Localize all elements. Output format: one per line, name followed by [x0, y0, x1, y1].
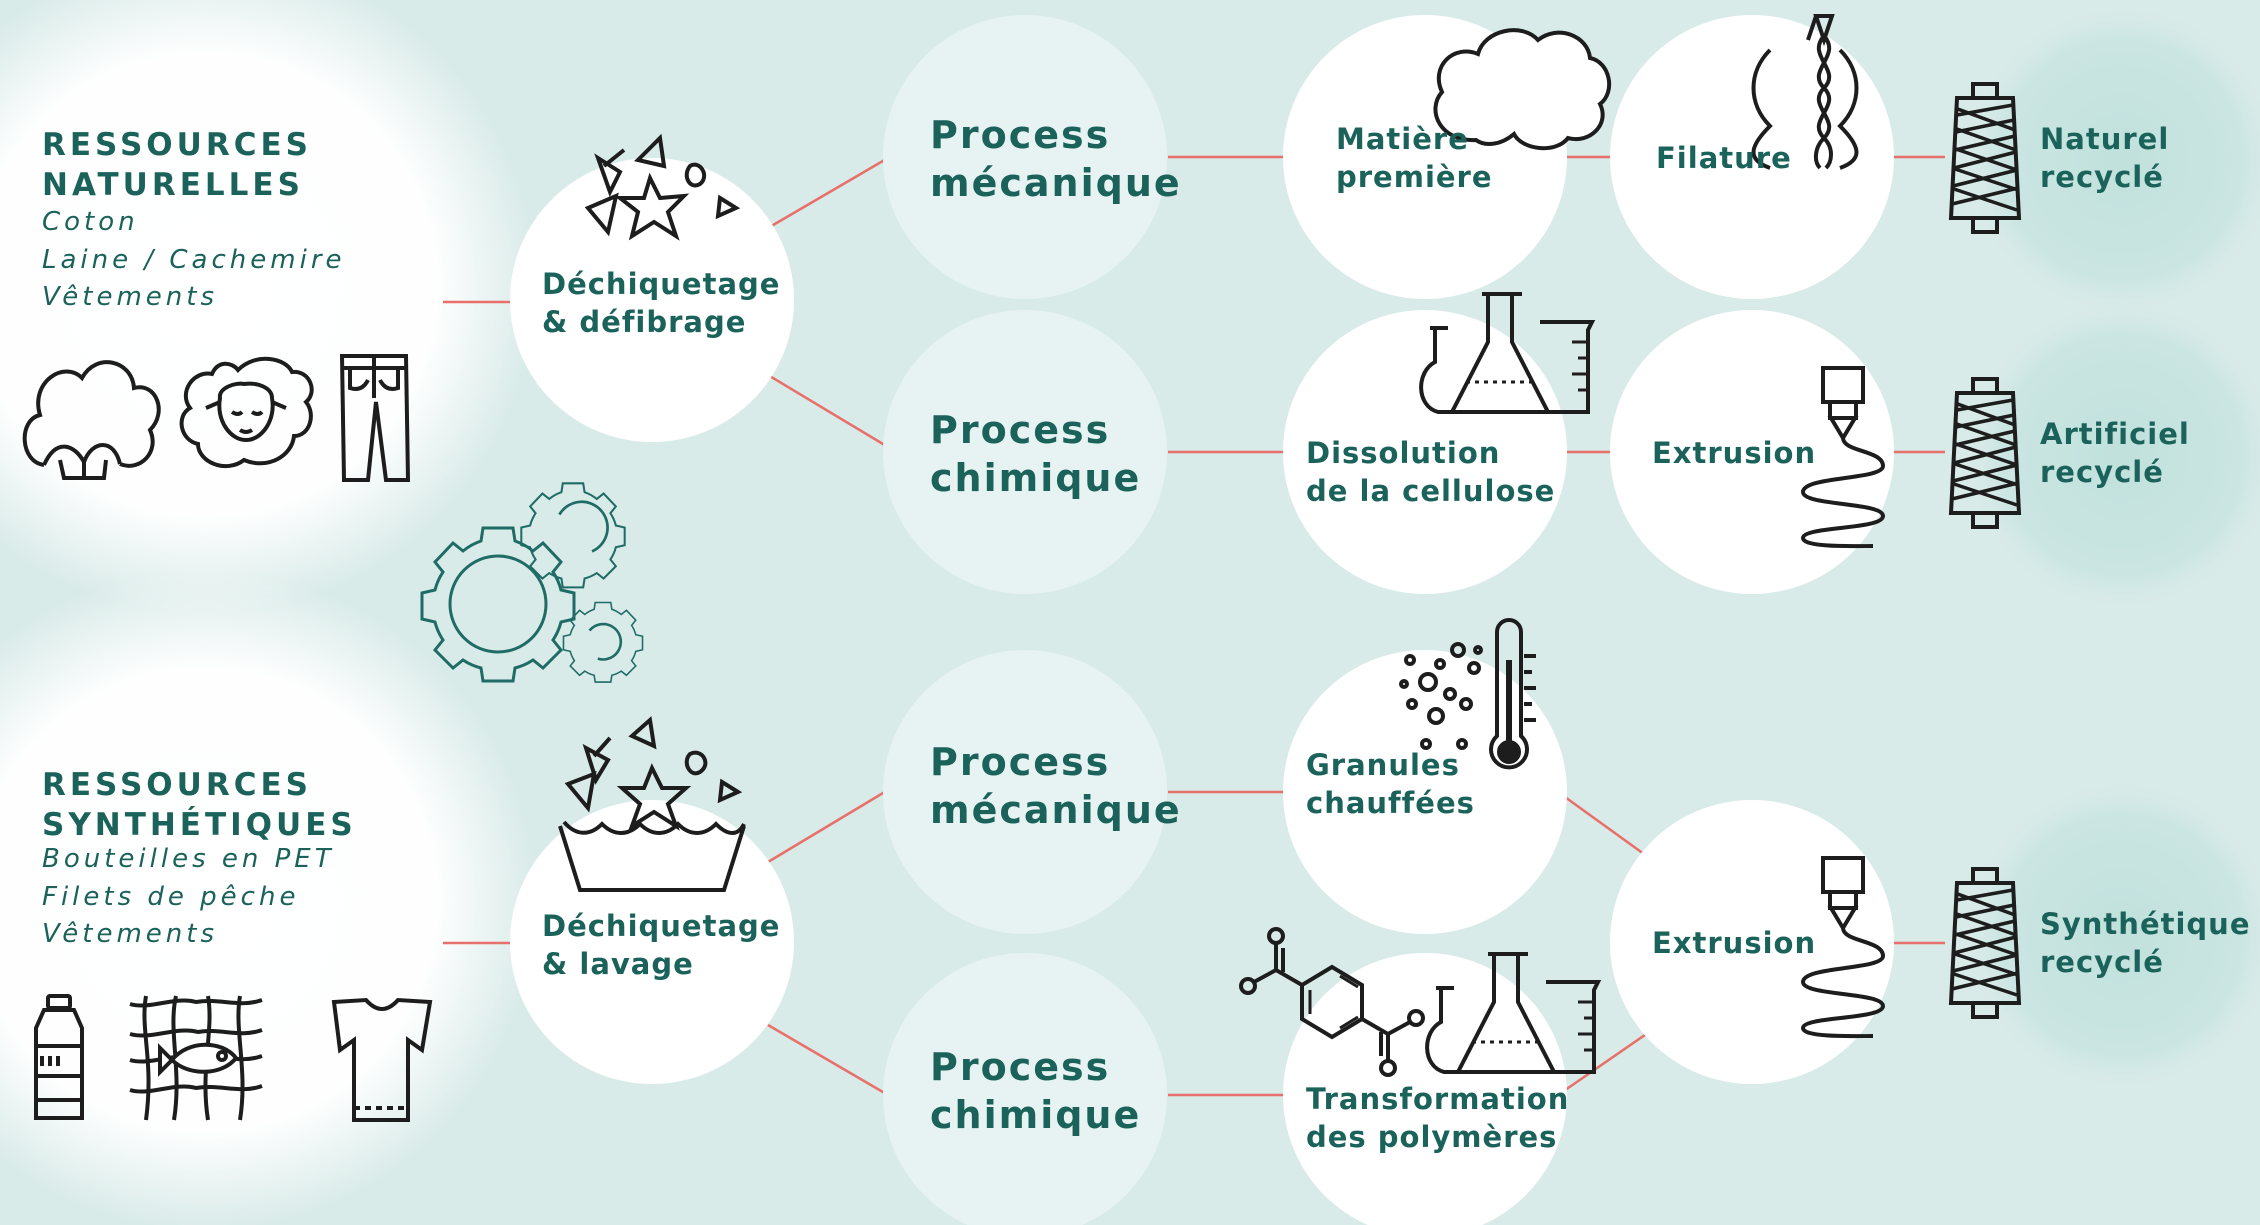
label-proc-chim-2-b: chimique — [930, 1093, 1142, 1138]
natural-item-cotton: Coton — [42, 207, 139, 237]
circle-proc-chim-1 — [883, 310, 1167, 594]
output-artificial-2: recyclé — [2040, 454, 2164, 489]
cloud-icon — [1433, 28, 1611, 151]
shreds-basin-icon — [558, 716, 746, 892]
label-polymers: Transformation des polymères — [1306, 1081, 1569, 1156]
synthetic-heading-line-2: SYNTHÉTIQUES — [42, 807, 357, 844]
output-natural-1: Naturel — [2040, 122, 2170, 156]
output-synthetic-1: Synthétique — [2040, 907, 2251, 941]
output-glow-synthetic — [1962, 775, 2260, 1095]
label-proc-mec-2-b: mécanique — [930, 788, 1182, 833]
synthetic-item-clothes: Vêtements — [42, 919, 218, 950]
label-proc-mec-2: Process mécanique — [930, 738, 1182, 835]
fishing-net-icon — [129, 995, 263, 1121]
label-extrusion-2-text: Extrusion — [1652, 926, 1817, 960]
process-circles — [883, 15, 1167, 1225]
label-proc-chim-1: Process chimique — [930, 406, 1141, 503]
label-polymers-2: des polymères — [1306, 1119, 1558, 1154]
label-shred-synthetic: Déchiquetage & lavage — [542, 908, 780, 983]
synthetic-heading: RESSOURCES SYNTHÉTIQUES — [42, 765, 357, 846]
step-circles — [510, 15, 1894, 1225]
synthetic-items: Bouteilles en PET Filets de pêche Vêteme… — [42, 841, 335, 954]
label-granules: Granules chauffées — [1306, 747, 1475, 822]
label-proc-chim-2: Process chimique — [930, 1043, 1141, 1140]
output-natural: Naturel recyclé — [2040, 121, 2169, 196]
circle-shred-natural — [510, 158, 794, 442]
sheep-icon — [179, 356, 314, 469]
shreds-icon — [584, 133, 741, 241]
synthetic-heading-line-1: RESSOURCES — [42, 767, 312, 803]
label-proc-chim-1-b: chimique — [930, 456, 1142, 501]
label-proc-chim-1-a: Process — [930, 408, 1111, 452]
output-artificial-1: Artificiel — [2040, 417, 2190, 451]
output-synthetic: Synthétique recyclé — [2040, 906, 2251, 981]
label-extrusion-1-text: Extrusion — [1652, 436, 1817, 470]
natural-item-clothes: Vêtements — [42, 282, 218, 313]
circle-proc-mec-1 — [883, 15, 1167, 299]
synthetic-item-bottles: Bouteilles en PET — [42, 844, 335, 874]
label-cellulose-2: de la cellulose — [1306, 473, 1556, 508]
natural-glow — [0, 0, 535, 615]
natural-item-wool: Laine / Cachemire — [42, 244, 346, 275]
label-cellulose-1: Dissolution — [1306, 436, 1501, 470]
output-natural-2: recyclé — [2040, 159, 2164, 194]
label-proc-mec-1-a: Process — [930, 113, 1111, 157]
label-proc-mec-1-b: mécanique — [930, 161, 1182, 206]
label-raw-material-2: première — [1336, 159, 1493, 194]
molecule-icon — [1239, 927, 1425, 1077]
twisted-fiber-icon — [1751, 14, 1859, 170]
label-shred-natural: Déchiquetage & défibrage — [542, 266, 780, 341]
circle-proc-mec-2 — [883, 650, 1167, 934]
label-shred-synthetic-1: Déchiquetage — [542, 909, 781, 943]
label-polymers-1: Transformation — [1306, 1082, 1570, 1116]
synthetic-item-nets: Filets de pêche — [42, 881, 300, 912]
label-spinning-1: Filature — [1656, 141, 1792, 175]
label-raw-material-1: Matière — [1336, 122, 1469, 156]
label-cellulose: Dissolution de la cellulose — [1306, 435, 1555, 510]
label-extrusion-1: Extrusion — [1652, 435, 1816, 473]
label-granules-1: Granules — [1306, 748, 1460, 782]
circle-proc-chim-2 — [883, 953, 1167, 1225]
tshirt-icon — [331, 997, 433, 1122]
label-proc-mec-2-a: Process — [930, 740, 1111, 784]
output-artificial: Artificiel recyclé — [2040, 416, 2190, 491]
label-spinning: Filature — [1656, 140, 1792, 178]
bottle-icon — [34, 994, 84, 1120]
natural-heading-line-1: RESSOURCES — [42, 127, 312, 163]
label-shred-synthetic-2: & lavage — [542, 946, 694, 981]
label-proc-mec-1: Process mécanique — [930, 111, 1182, 208]
output-glow-natural — [1962, 0, 2260, 320]
thermometer-granules-icon — [1399, 618, 1536, 770]
natural-heading: RESSOURCES NATURELLES — [42, 125, 312, 206]
cotton-flower-icon — [22, 360, 161, 480]
output-glow-artificial — [1962, 295, 2260, 615]
gears-icon — [420, 482, 644, 683]
label-extrusion-2: Extrusion — [1652, 925, 1816, 963]
label-proc-chim-2-a: Process — [930, 1045, 1111, 1089]
label-granules-2: chauffées — [1306, 785, 1475, 820]
output-synthetic-2: recyclé — [2040, 944, 2164, 979]
label-shred-natural-1: Déchiquetage — [542, 267, 781, 301]
label-shred-natural-2: & défibrage — [542, 304, 747, 339]
circle-shred-synthetic — [510, 800, 794, 1084]
pants-icon — [339, 354, 411, 482]
natural-items: Coton Laine / Cachemire Vêtements — [42, 204, 346, 317]
label-raw-material: Matière première — [1336, 121, 1493, 196]
natural-heading-line-2: NATURELLES — [42, 167, 304, 204]
